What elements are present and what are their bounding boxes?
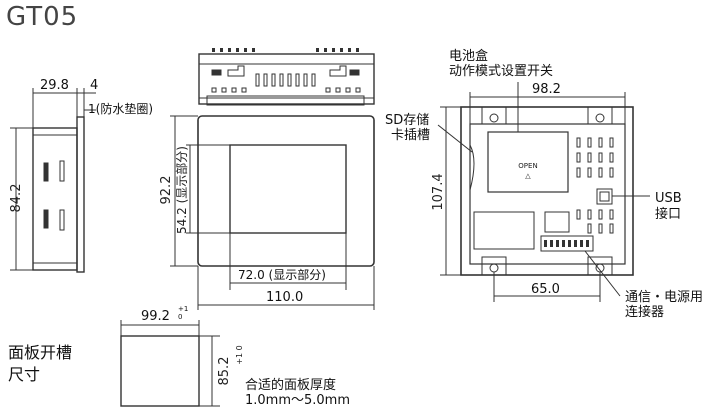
front-display-width-label: 72.0 (显示部分) bbox=[238, 268, 326, 282]
front-height-text: 92.2 bbox=[159, 176, 174, 205]
cutout-label-2: 尺寸 bbox=[8, 365, 41, 384]
usb-label-1: USB bbox=[655, 191, 682, 206]
sd-label-1: SD存储 bbox=[385, 113, 430, 128]
sd-label-2: 卡插槽 bbox=[391, 128, 431, 143]
battery-label-1: 电池盒 bbox=[449, 49, 489, 64]
connector-label-2: 连接器 bbox=[625, 305, 665, 320]
cutout-width-label: 99.2 bbox=[141, 309, 170, 324]
thickness-range: 1.0mm～5.0mm bbox=[245, 393, 351, 408]
cutout-label-1: 面板开槽 bbox=[8, 343, 73, 362]
battery-label-2: 动作模式设置开关 bbox=[449, 64, 554, 79]
rear-view bbox=[437, 82, 650, 302]
rear-vents bbox=[576, 137, 614, 234]
side-width-label: 29.8 bbox=[40, 78, 69, 93]
side-height-text: 84.2 bbox=[9, 184, 24, 213]
rear-width-label: 98.2 bbox=[532, 82, 561, 97]
top-slots bbox=[255, 73, 316, 87]
top-view bbox=[198, 48, 375, 106]
thickness-label: 合适的面板厚度 bbox=[245, 378, 337, 393]
top-vent-squares bbox=[212, 48, 359, 52]
side-bezel-label: 4 bbox=[90, 78, 99, 93]
cover-open-text: OPEN bbox=[518, 162, 537, 170]
model-title: GT05 bbox=[6, 2, 79, 32]
panel-cutout bbox=[120, 320, 220, 407]
front-width-label: 110.0 bbox=[266, 290, 304, 305]
front-view bbox=[170, 115, 375, 310]
connector-pins bbox=[544, 240, 589, 247]
cover-arrow-text: △ bbox=[525, 172, 531, 180]
usb-label-2: 接口 bbox=[655, 207, 682, 222]
connector-label-1: 通信・电源用 bbox=[625, 290, 704, 305]
cutout-width-tol-label: +1 0 bbox=[178, 305, 189, 321]
cutout-height-tol-text: +1 0 bbox=[235, 345, 244, 364]
front-display-height-text: 54.2 (显示部分) bbox=[174, 146, 189, 234]
rear-connector-dim-label: 65.0 bbox=[531, 282, 560, 297]
rear-height-text: 107.4 bbox=[431, 173, 446, 210]
gasket-label: 1(防水垫圈) bbox=[88, 102, 153, 116]
side-view bbox=[10, 88, 96, 273]
bottom-squares bbox=[211, 87, 361, 93]
cutout-height-text: 85.2 bbox=[217, 357, 232, 386]
